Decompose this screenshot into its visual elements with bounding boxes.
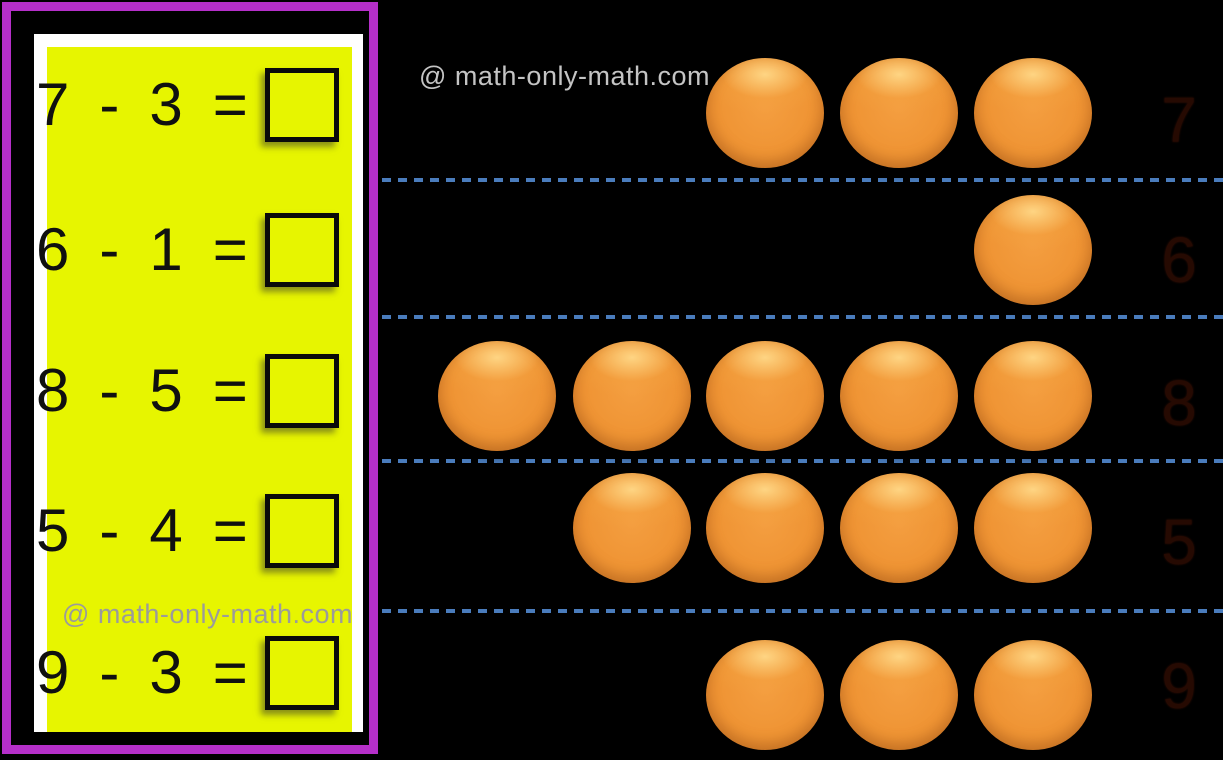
counter-disc <box>974 195 1092 305</box>
counter-disc <box>840 341 958 451</box>
minuend: 8 <box>36 357 70 424</box>
subtrahend: 3 <box>149 71 183 138</box>
counter-disc <box>974 640 1092 750</box>
row-divider <box>382 609 1223 613</box>
counter-disc <box>573 473 691 583</box>
minus-sign: - <box>99 216 120 283</box>
equals-sign: = <box>212 216 248 283</box>
counter-disc <box>840 58 958 168</box>
equation-row: 8-5 = <box>36 356 248 426</box>
equals-sign: = <box>212 357 248 424</box>
equals-sign: = <box>212 497 248 564</box>
answer-box[interactable] <box>265 494 339 568</box>
subtrahend: 1 <box>149 216 183 283</box>
row-count-number: 7 <box>1161 84 1197 156</box>
equation-row: 5-4 = <box>36 496 248 566</box>
counter-disc <box>706 473 824 583</box>
counter-disc <box>840 473 958 583</box>
row-count-number: 8 <box>1161 367 1197 439</box>
counter-disc <box>706 58 824 168</box>
watermark-board: @ math-only-math.com <box>419 61 710 91</box>
equation-row: 7-3 = <box>36 70 248 140</box>
counter-disc <box>974 58 1092 168</box>
counter-disc <box>438 341 556 451</box>
counter-disc <box>706 341 824 451</box>
equation-row: 6-1 = <box>36 215 248 285</box>
equals-sign: = <box>212 639 248 706</box>
row-divider <box>382 459 1223 463</box>
subtrahend: 3 <box>149 639 183 706</box>
row-divider <box>382 315 1223 319</box>
answer-box[interactable] <box>265 213 339 287</box>
minuend: 7 <box>36 71 70 138</box>
answer-box[interactable] <box>265 636 339 710</box>
subtrahend: 4 <box>149 497 183 564</box>
row-count-number: 6 <box>1161 224 1197 296</box>
subtrahend: 5 <box>149 357 183 424</box>
equation-row: 9-3 = <box>36 638 248 708</box>
answer-box[interactable] <box>265 68 339 142</box>
minus-sign: - <box>99 357 120 424</box>
row-count-number: 9 <box>1161 650 1197 722</box>
counter-disc <box>573 341 691 451</box>
row-divider <box>382 178 1223 182</box>
minuend: 6 <box>36 216 70 283</box>
equals-sign: = <box>212 71 248 138</box>
minuend: 9 <box>36 639 70 706</box>
minuend: 5 <box>36 497 70 564</box>
watermark-card: @ math-only-math.com <box>62 599 353 629</box>
minus-sign: - <box>99 71 120 138</box>
row-count-number: 5 <box>1161 506 1197 578</box>
answer-box[interactable] <box>265 354 339 428</box>
minus-sign: - <box>99 639 120 706</box>
minus-sign: - <box>99 497 120 564</box>
counter-disc <box>706 640 824 750</box>
counter-disc <box>974 473 1092 583</box>
counter-disc <box>974 341 1092 451</box>
counter-disc <box>840 640 958 750</box>
